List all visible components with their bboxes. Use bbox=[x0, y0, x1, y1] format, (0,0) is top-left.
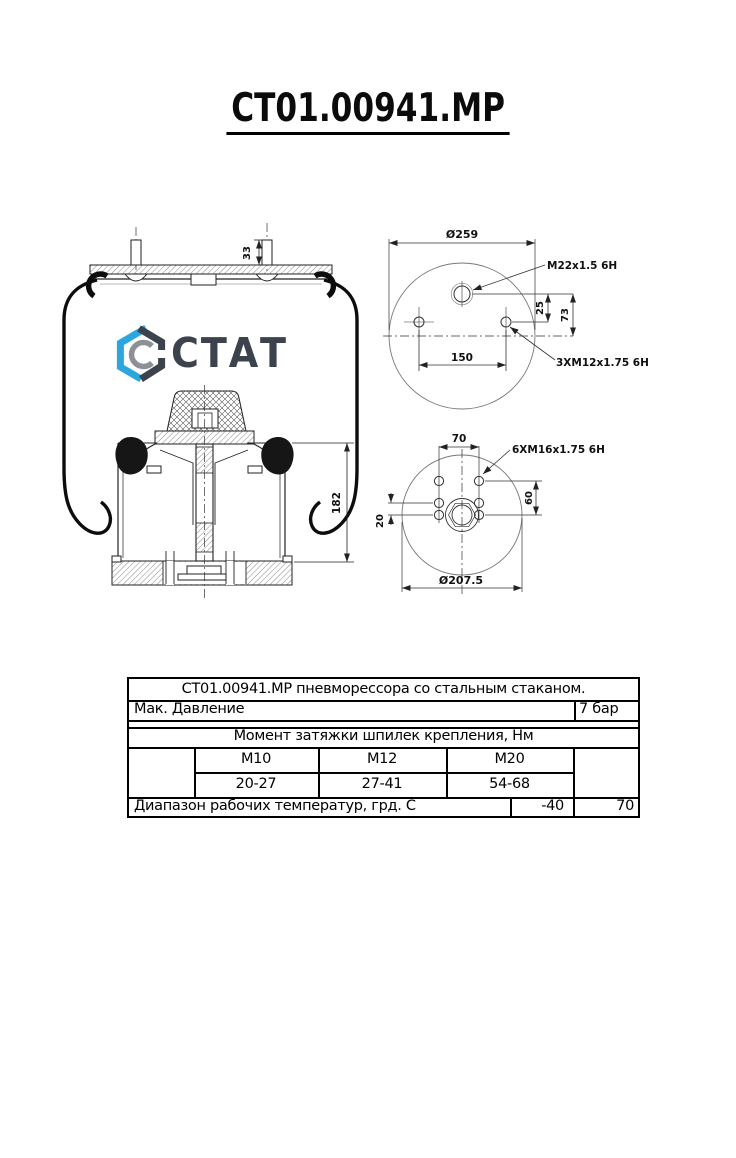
table-line bbox=[129, 727, 638, 729]
table-title: СТ01.00941.МР пневморессора со стальным … bbox=[181, 681, 586, 697]
stud-left bbox=[130, 239, 142, 266]
title-block: CT01.00941.MP bbox=[0, 86, 736, 135]
logo-inner-c bbox=[128, 339, 154, 370]
table-line bbox=[194, 747, 196, 797]
temp-label: Диапазон рабочих температур, грд. С bbox=[134, 798, 416, 814]
table-line bbox=[573, 797, 575, 816]
side-view-drawing: 182 33 СТАТ bbox=[62, 223, 359, 600]
torque-header: Момент затяжки шпилек крепления, Нм bbox=[233, 728, 534, 744]
m12-thread-label: 3XM12x1.75 6H bbox=[556, 357, 649, 369]
bead-curl-right bbox=[313, 271, 337, 299]
dim-259-label: Ø259 bbox=[446, 228, 478, 241]
logo-hex-dark-bottom bbox=[139, 358, 166, 382]
page-title: CT01.00941.MP bbox=[226, 86, 510, 135]
m22-thread-label: M22x1.5 6H bbox=[547, 260, 617, 272]
pressure-value: 7 бар bbox=[579, 701, 619, 717]
dim-2075-label: Ø207.5 bbox=[439, 574, 483, 587]
torque-m12: 27-41 bbox=[361, 776, 403, 792]
table-line bbox=[129, 700, 638, 702]
bellows-outline-left bbox=[62, 278, 113, 535]
torque-m20: 54-68 bbox=[489, 776, 530, 792]
table-line bbox=[318, 747, 320, 797]
center-boss bbox=[445, 498, 479, 532]
dim-182-label: 182 bbox=[331, 492, 343, 514]
m16-thread-label: 6XM16x1.75 6H bbox=[512, 444, 605, 456]
dim-60-label: 60 bbox=[524, 491, 535, 505]
table-line bbox=[573, 747, 575, 797]
torque-m10: 20-27 bbox=[235, 776, 277, 792]
logo-hex-dark-top bbox=[137, 325, 166, 350]
dim-33-label: 33 bbox=[242, 246, 253, 260]
bumper-nut bbox=[191, 408, 219, 429]
m16-leader bbox=[482, 449, 511, 475]
m16-holes bbox=[433, 475, 485, 521]
table-line bbox=[129, 720, 638, 722]
dim-25-label: 25 bbox=[535, 301, 546, 315]
temp-min: -40 bbox=[541, 798, 564, 814]
m12-leader bbox=[509, 326, 556, 361]
stud-dome-right bbox=[254, 273, 280, 282]
logo-hex-blue bbox=[116, 324, 148, 383]
logo-text: СТАТ bbox=[171, 330, 288, 378]
table-line bbox=[194, 772, 573, 774]
pressure-label: Мак. Давление bbox=[134, 701, 245, 717]
top-view-drawing: Ø259 M22x1.5 6H 3XM12x1.75 6H 25 73 150 bbox=[383, 228, 649, 410]
table-line bbox=[510, 797, 512, 816]
bottom-view-drawing: 70 6XM16x1.75 6H 60 20 Ø207.5 bbox=[375, 433, 605, 594]
table-line bbox=[129, 797, 638, 799]
bead-curl-left bbox=[85, 271, 109, 299]
stud-right bbox=[261, 239, 273, 266]
technical-drawing: 182 33 СТАТ bbox=[62, 223, 649, 600]
dim-182 bbox=[292, 442, 354, 563]
dim-33 bbox=[254, 239, 266, 265]
rubber-lobe-left bbox=[115, 436, 148, 475]
dim-70-label: 70 bbox=[452, 433, 467, 445]
piston-funnel bbox=[159, 449, 249, 525]
temp-max: 70 bbox=[616, 798, 634, 814]
bellows-outline-right bbox=[308, 278, 359, 535]
center-bolt bbox=[195, 443, 214, 562]
air-inlet bbox=[190, 273, 217, 286]
table-line bbox=[446, 747, 448, 797]
m22-leader bbox=[472, 264, 546, 291]
size-m10: М10 bbox=[240, 751, 272, 767]
size-m12: М12 bbox=[366, 751, 398, 767]
dim-20-label: 20 bbox=[375, 514, 386, 528]
dim-73-label: 73 bbox=[560, 308, 571, 322]
ctat-logo: СТАТ bbox=[116, 324, 288, 383]
rubber-lobe-right bbox=[261, 436, 294, 475]
spec-table: СТ01.00941.МР пневморессора со стальным … bbox=[127, 677, 640, 818]
dim-150-label: 150 bbox=[451, 352, 473, 364]
stud-dome-left bbox=[123, 273, 149, 282]
table-line bbox=[129, 747, 638, 749]
size-m20: М20 bbox=[494, 751, 525, 767]
top-plate bbox=[89, 264, 333, 275]
table-line bbox=[574, 700, 576, 720]
